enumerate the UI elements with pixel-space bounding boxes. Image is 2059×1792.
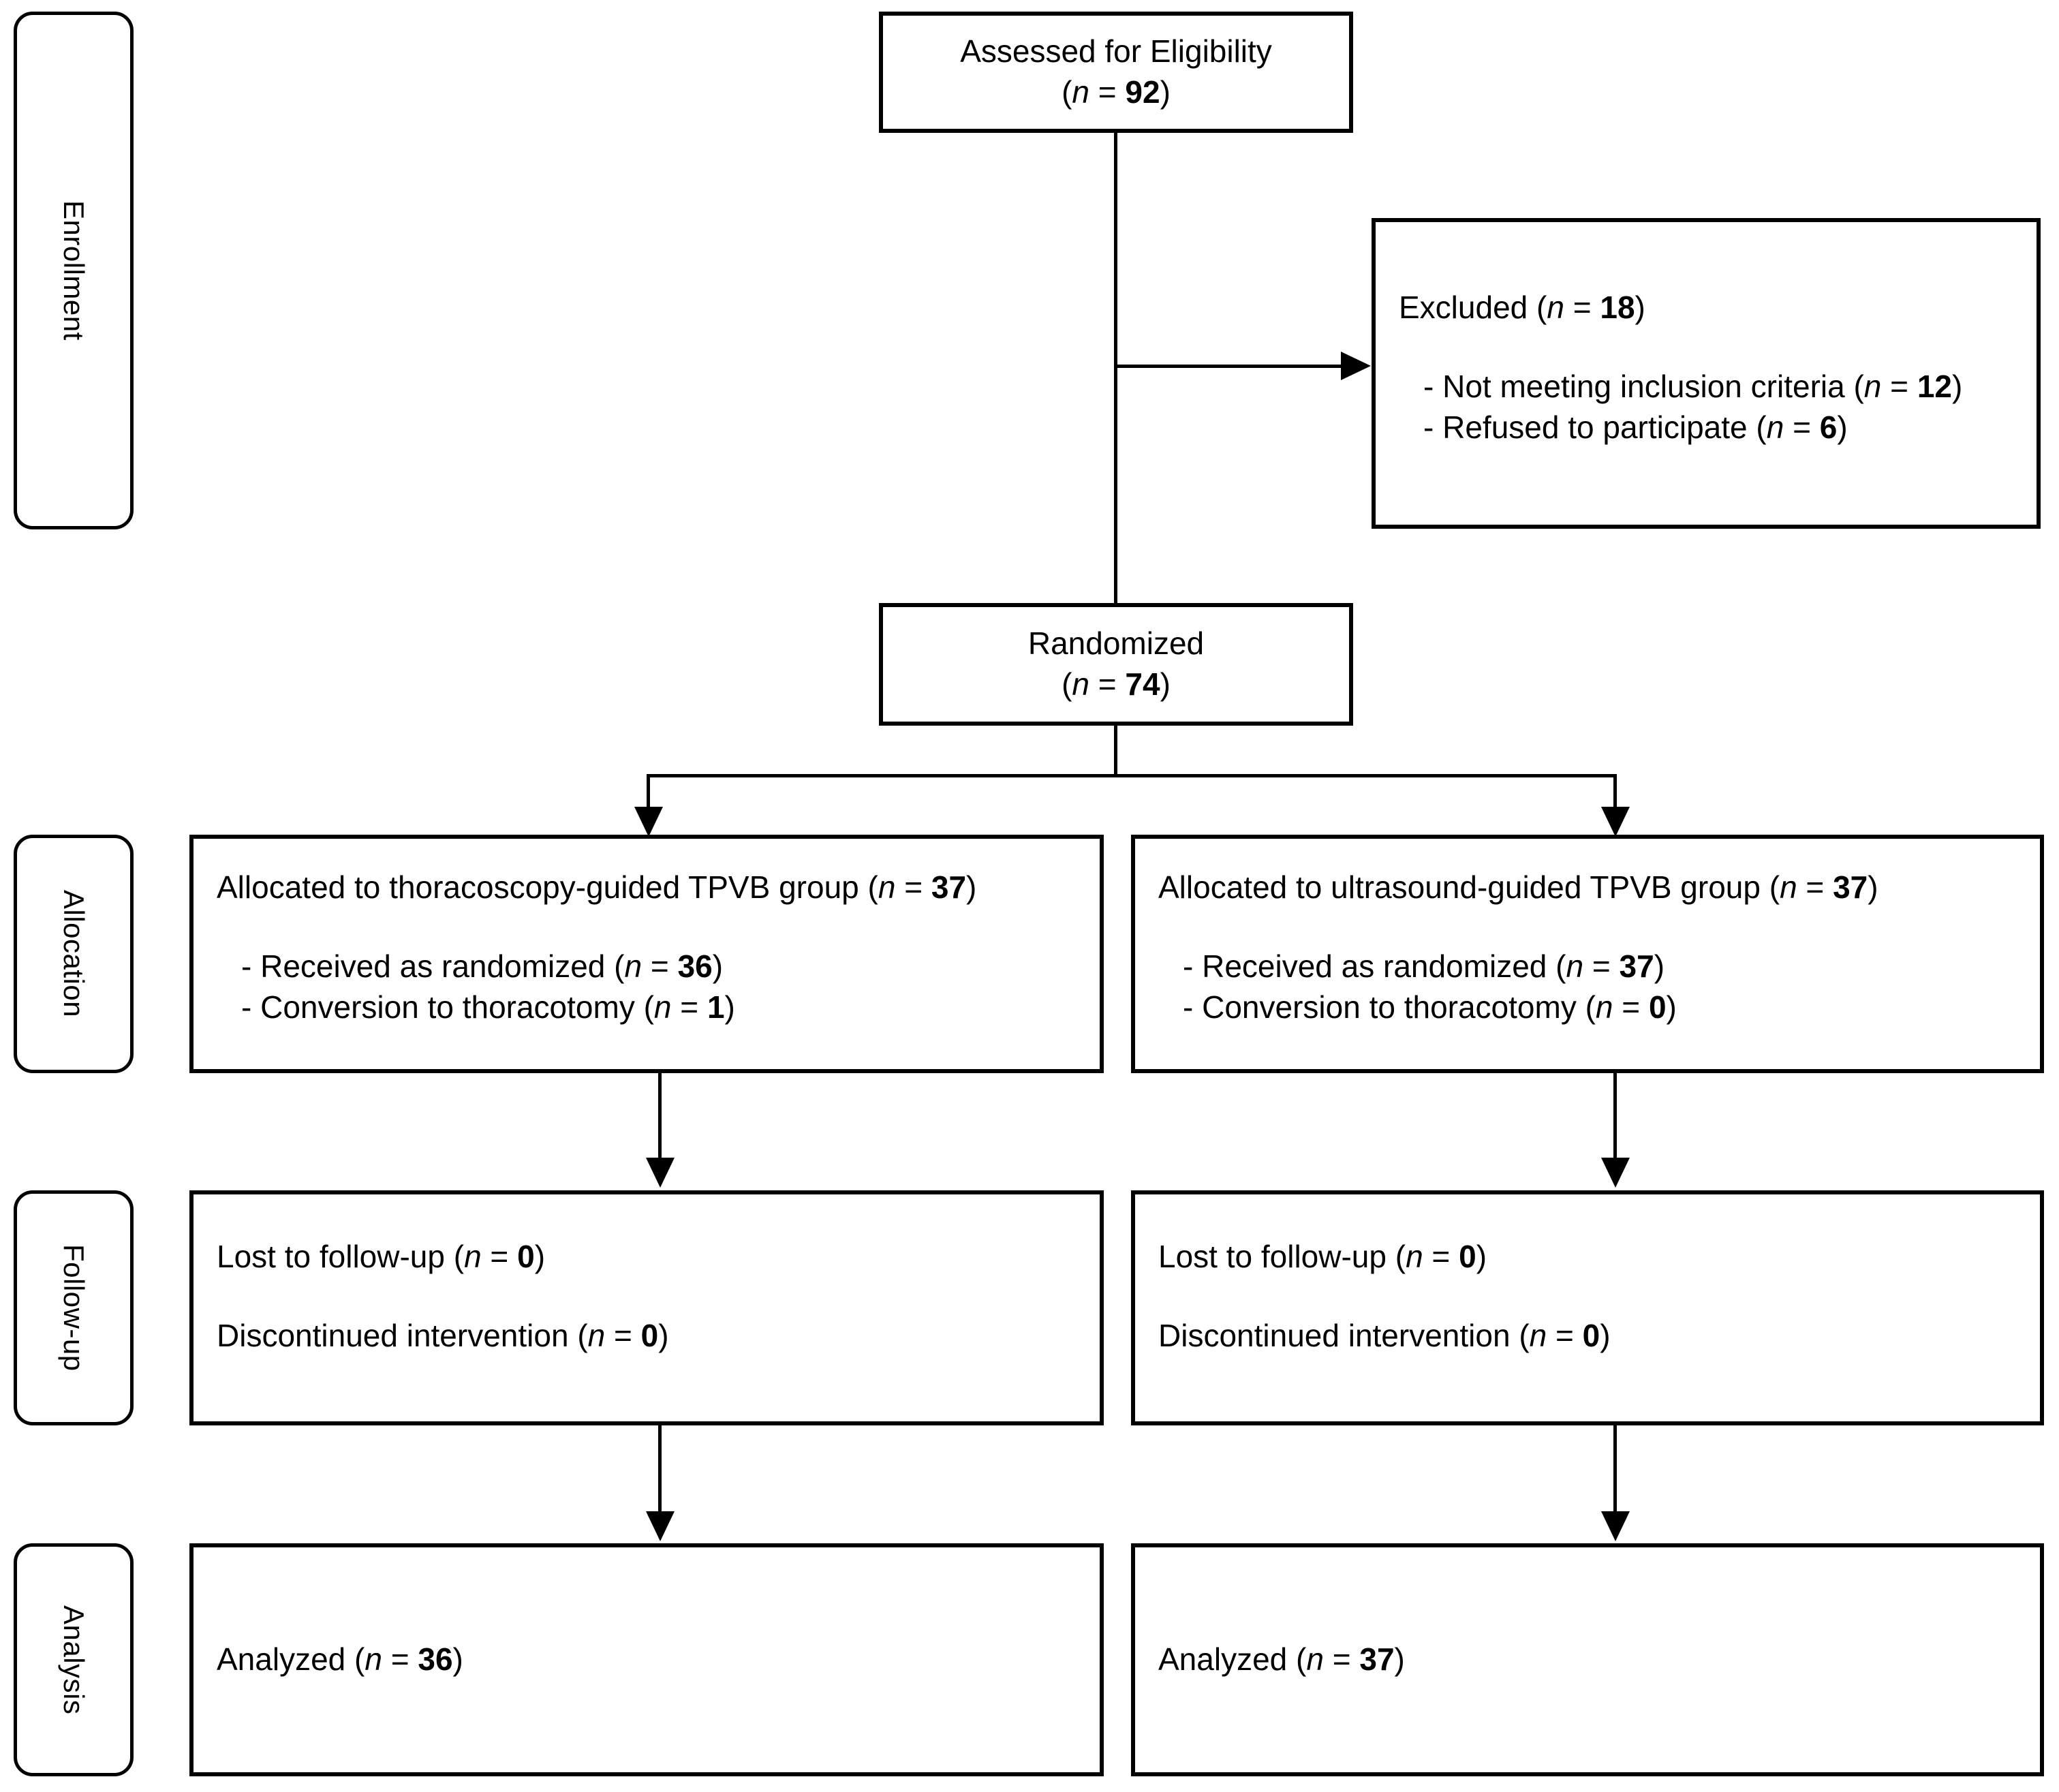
stage-label-allocation: Allocation bbox=[14, 835, 134, 1073]
analysis-right-analyzed: Analyzed (n = 37) bbox=[1158, 1641, 1405, 1678]
stage-label-enrollment: Enrollment bbox=[14, 12, 134, 529]
stage-label-enrollment-text: Enrollment bbox=[58, 200, 90, 341]
stage-label-analysis: Analysis bbox=[14, 1543, 134, 1776]
assessed-title: Assessed for Eligibility bbox=[960, 33, 1272, 69]
allocation-right-detail-item: - Received as randomized (n = 37) bbox=[1183, 948, 1665, 984]
node-analysis-thoracoscopy: Analyzed (n = 36) bbox=[189, 1543, 1104, 1776]
randomized-count: (n = 74) bbox=[1062, 666, 1171, 702]
node-allocation-ultrasound: Allocated to ultrasound-guided TPVB grou… bbox=[1131, 835, 2044, 1073]
allocation-right-detail-item: - Conversion to thoracotomy (n = 0) bbox=[1183, 989, 1677, 1025]
node-excluded-content: Excluded (n = 18) - Not meeting inclusio… bbox=[1376, 288, 2037, 448]
node-followup-ultrasound: Lost to follow-up (n = 0) Discontinued i… bbox=[1131, 1190, 2044, 1425]
node-allocation-thoracoscopy-content: Allocated to thoracoscopy-guided TPVB gr… bbox=[193, 867, 1100, 1028]
arrowhead-followup-right-to-analysis bbox=[1601, 1511, 1630, 1541]
connector-assessed-to-randomized bbox=[1114, 133, 1117, 604]
node-assessed-for-eligibility: Assessed for Eligibility (n = 92) bbox=[879, 12, 1353, 133]
followup-right-spacer bbox=[1158, 1278, 2017, 1316]
randomized-title: Randomized bbox=[1027, 625, 1205, 662]
assessed-count: (n = 92) bbox=[1062, 74, 1171, 110]
allocation-left-detail-item: - Conversion to thoracotomy (n = 1) bbox=[241, 989, 735, 1025]
connector-alloc-left-to-followup bbox=[658, 1073, 662, 1160]
node-analysis-thoracoscopy-content: Analyzed (n = 36) bbox=[193, 1639, 1100, 1680]
followup-left-discontinued: Discontinued intervention (n = 0) bbox=[217, 1317, 669, 1353]
connector-to-excluded bbox=[1114, 365, 1342, 368]
allocation-right-headline: Allocated to ultrasound-guided TPVB grou… bbox=[1158, 869, 1878, 905]
allocation-right-spacer bbox=[1158, 908, 2017, 946]
node-assessed-content: Assessed for Eligibility (n = 92) bbox=[883, 31, 1349, 113]
excluded-reason-item: - Not meeting inclusion criteria (n = 12… bbox=[1423, 368, 1963, 404]
arrowhead-randomized-to-left bbox=[634, 807, 663, 837]
connector-alloc-right-to-followup bbox=[1613, 1073, 1617, 1160]
node-analysis-ultrasound-content: Analyzed (n = 37) bbox=[1135, 1639, 2040, 1680]
arrowhead-to-excluded bbox=[1341, 352, 1371, 380]
connector-randomized-split bbox=[647, 774, 1617, 777]
connector-randomized-stem bbox=[1114, 726, 1117, 777]
node-followup-ultrasound-content: Lost to follow-up (n = 0) Discontinued i… bbox=[1135, 1237, 2040, 1357]
stage-label-allocation-text: Allocation bbox=[58, 890, 90, 1018]
followup-right-discontinued: Discontinued intervention (n = 0) bbox=[1158, 1317, 1611, 1353]
excluded-spacer bbox=[1399, 328, 2013, 367]
followup-left-lost: Lost to follow-up (n = 0) bbox=[217, 1239, 546, 1274]
arrowhead-followup-left-to-analysis bbox=[646, 1511, 675, 1541]
connector-followup-left-to-analysis bbox=[658, 1425, 662, 1514]
node-analysis-ultrasound: Analyzed (n = 37) bbox=[1131, 1543, 2044, 1776]
excluded-headline: Excluded (n = 18) bbox=[1399, 290, 1645, 325]
stage-label-followup: Follow-up bbox=[14, 1190, 134, 1425]
arrowhead-alloc-right-to-followup bbox=[1601, 1158, 1630, 1188]
stage-label-analysis-text: Analysis bbox=[58, 1605, 90, 1715]
node-allocation-ultrasound-content: Allocated to ultrasound-guided TPVB grou… bbox=[1135, 867, 2040, 1028]
excluded-reason-item: - Refused to participate (n = 6) bbox=[1423, 409, 1848, 445]
node-randomized-content: Randomized (n = 74) bbox=[883, 623, 1349, 705]
followup-left-spacer bbox=[217, 1278, 1077, 1316]
node-randomized: Randomized (n = 74) bbox=[879, 603, 1353, 726]
allocation-left-headline: Allocated to thoracoscopy-guided TPVB gr… bbox=[217, 869, 977, 905]
followup-right-lost: Lost to follow-up (n = 0) bbox=[1158, 1239, 1487, 1274]
arrowhead-randomized-to-right bbox=[1601, 807, 1630, 837]
node-followup-thoracoscopy-content: Lost to follow-up (n = 0) Discontinued i… bbox=[193, 1237, 1100, 1357]
stage-label-followup-text: Follow-up bbox=[58, 1244, 90, 1372]
connector-followup-right-to-analysis bbox=[1613, 1425, 1617, 1514]
analysis-left-analyzed: Analyzed (n = 36) bbox=[217, 1641, 463, 1678]
node-followup-thoracoscopy: Lost to follow-up (n = 0) Discontinued i… bbox=[189, 1190, 1104, 1425]
arrowhead-alloc-left-to-followup bbox=[646, 1158, 675, 1188]
node-excluded: Excluded (n = 18) - Not meeting inclusio… bbox=[1372, 218, 2041, 529]
connector-randomized-to-left bbox=[647, 774, 650, 812]
allocation-left-detail-item: - Received as randomized (n = 36) bbox=[241, 948, 724, 984]
allocation-left-spacer bbox=[217, 908, 1077, 946]
connector-randomized-to-right bbox=[1613, 774, 1617, 812]
node-allocation-thoracoscopy: Allocated to thoracoscopy-guided TPVB gr… bbox=[189, 835, 1104, 1073]
